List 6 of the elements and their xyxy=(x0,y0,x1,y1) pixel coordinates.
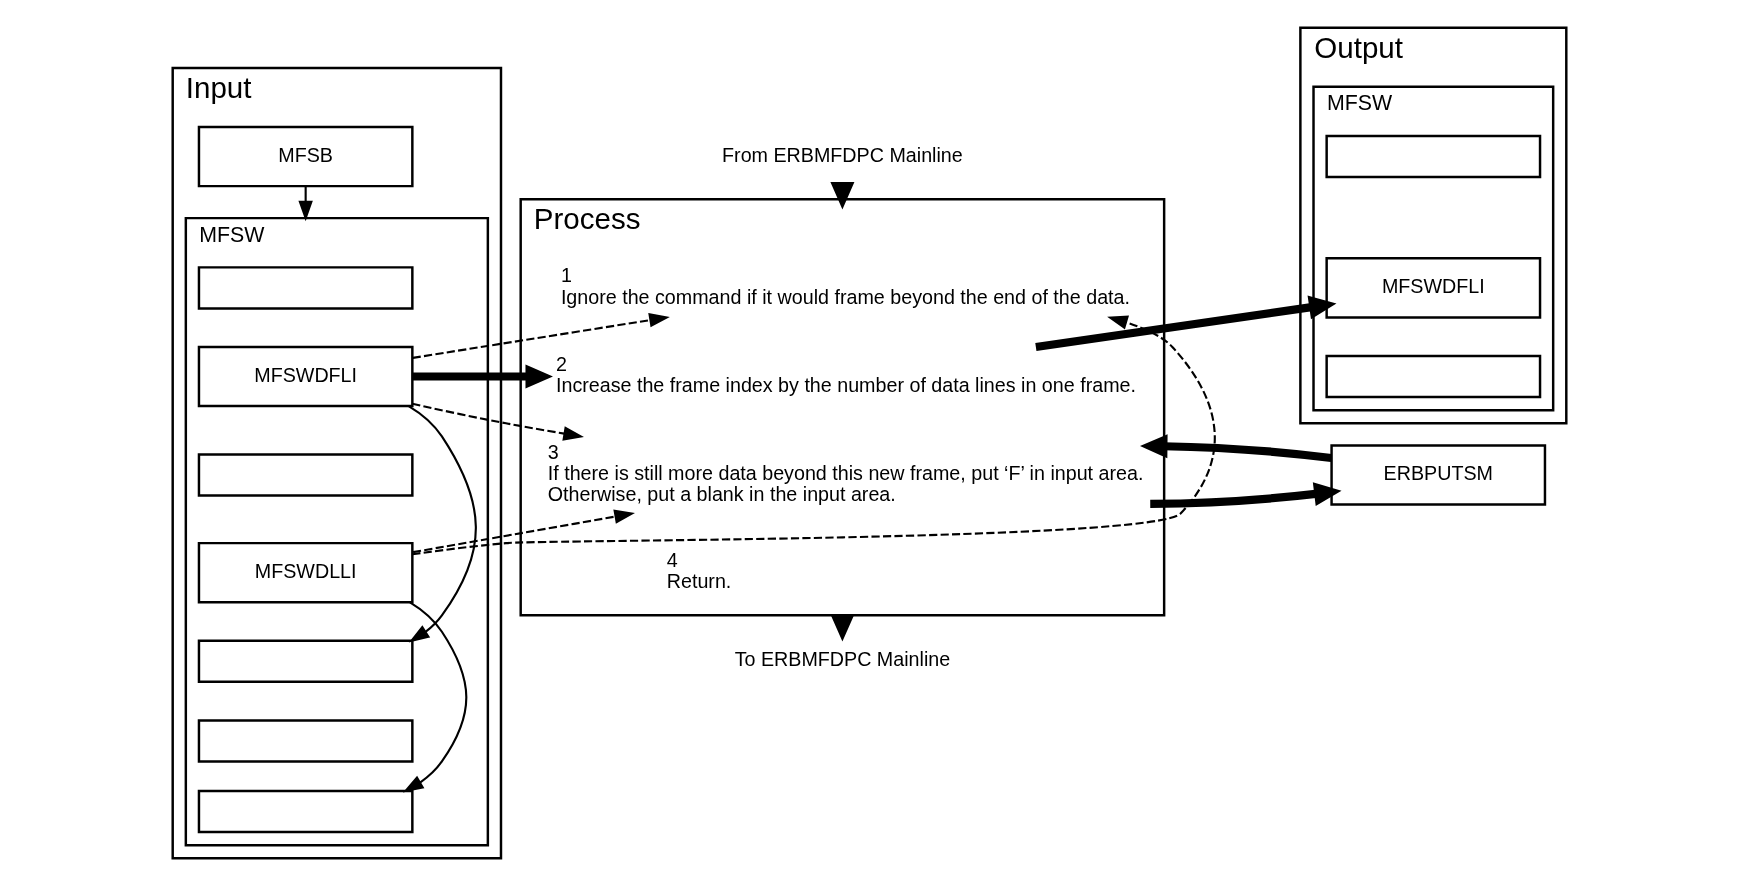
node-text: To ERBMFDPC Mainline xyxy=(734,648,951,671)
node-text: 4 Return. xyxy=(666,549,732,593)
node-text: 3 If there is still more data beyond this new frame, put ‘F’ in input area. Otherwise, put a blank in the input area. xyxy=(547,440,1144,506)
node-text: 2 Increase the frame index by the number of data lines in one frame. xyxy=(555,352,1136,397)
node-text: 1 Ignore the command if it would frame beyond the end of the data. xyxy=(560,264,1131,308)
node-text: From ERBMFDPC Mainline xyxy=(722,143,963,166)
